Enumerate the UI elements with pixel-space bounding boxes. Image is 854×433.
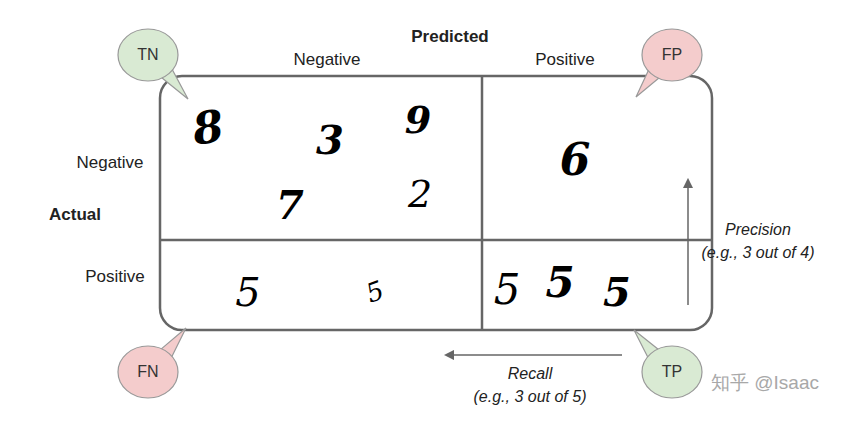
metric-example: (e.g., 3 out of 4) bbox=[702, 244, 815, 262]
matrix-frame bbox=[160, 76, 712, 330]
callout-bubble: FP bbox=[642, 29, 702, 81]
recall-arrow bbox=[446, 354, 622, 356]
digit-sample: 5 bbox=[603, 270, 631, 314]
cell-code: TP bbox=[662, 363, 682, 381]
metric-name: Precision bbox=[725, 221, 791, 239]
column-header: Negative bbox=[293, 51, 360, 70]
digit-sample: 2 bbox=[408, 174, 432, 216]
callout-bubble: TP bbox=[642, 346, 702, 398]
digit-sample: 5 bbox=[545, 260, 574, 306]
digit-sample: 3 bbox=[316, 118, 344, 162]
bubble-body bbox=[118, 346, 178, 398]
watermark: 知乎 @Isaac bbox=[711, 373, 819, 394]
bubble-body bbox=[642, 346, 702, 398]
digit-sample: 5 bbox=[362, 276, 387, 309]
digit-sample: 5 bbox=[494, 267, 521, 313]
axis-title: Actual bbox=[49, 206, 101, 225]
cell-code: FP bbox=[662, 46, 682, 64]
digit-sample: 6 bbox=[560, 136, 591, 184]
digit-sample: 8 bbox=[189, 102, 226, 154]
callout-bubble: TN bbox=[118, 29, 178, 81]
cell-code: FN bbox=[137, 363, 158, 381]
digit-sample: 7 bbox=[276, 183, 304, 227]
precision-arrow bbox=[687, 180, 689, 305]
metric-example: (e.g., 3 out of 5) bbox=[474, 388, 587, 406]
cell-code: TN bbox=[137, 46, 158, 64]
axis-title: Predicted bbox=[411, 28, 488, 47]
bubble-body bbox=[118, 29, 178, 81]
bubble-body bbox=[642, 29, 702, 81]
callout-bubble: FN bbox=[118, 346, 178, 398]
digit-sample: 5 bbox=[235, 270, 260, 314]
metric-name: Recall bbox=[508, 365, 552, 383]
row-divider bbox=[160, 239, 712, 242]
digit-sample: 9 bbox=[405, 99, 431, 141]
column-header: Positive bbox=[535, 51, 595, 70]
row-header: Negative bbox=[76, 154, 143, 173]
row-header: Positive bbox=[85, 268, 145, 287]
column-divider bbox=[481, 76, 484, 330]
